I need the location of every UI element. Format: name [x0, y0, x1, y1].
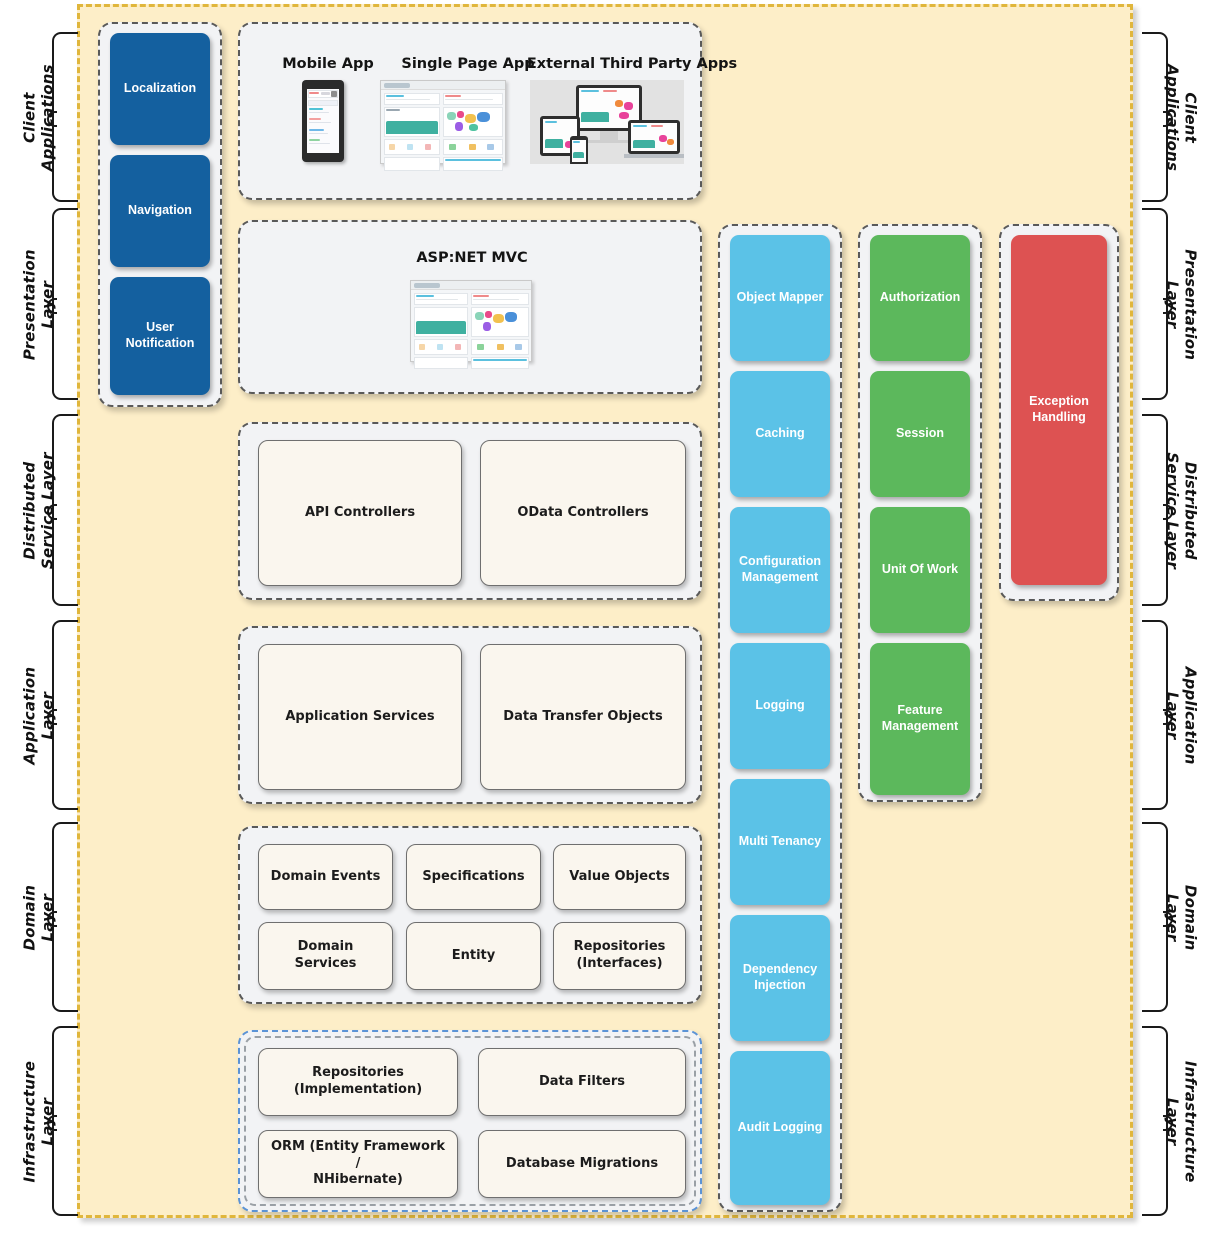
box-value-objects[interactable]: Value Objects: [553, 844, 686, 910]
chip-caching[interactable]: Caching: [730, 371, 830, 497]
box-domain-events[interactable]: Domain Events: [258, 844, 393, 910]
bracket-left-presentation: [47, 208, 78, 400]
left-label-infrastructure-layer: Infrastructure Layer: [20, 1060, 56, 1183]
application-layer-group: Application Services Data Transfer Objec…: [238, 626, 702, 804]
bracket-left-infrastructure: [47, 1026, 78, 1216]
presentation-layer-title: ASP:NET MVC: [416, 250, 528, 266]
left-label-presentation-layer: Presentation Layer: [20, 249, 56, 361]
bracket-left-distributed-service: [47, 414, 78, 606]
bracket-right-domain: [1142, 822, 1173, 1012]
chip-session[interactable]: Session: [870, 371, 970, 497]
left-label-application-layer: Application Layer: [20, 666, 56, 765]
distributed-service-layer-group: API Controllers OData Controllers: [238, 422, 702, 600]
chip-configuration-management[interactable]: Configuration Management: [730, 507, 830, 633]
cross-cutting-green-group: Authorization Session Unit Of Work Featu…: [858, 224, 982, 802]
chip-exception-handling[interactable]: Exception Handling: [1011, 235, 1107, 585]
cross-cutting-left-group: Localization Navigation User Notificatio…: [98, 22, 222, 407]
chip-logging[interactable]: Logging: [730, 643, 830, 769]
client-app-label-mobile: Mobile App: [282, 56, 374, 72]
client-applications-group: Mobile App Single Page App External Thir…: [238, 22, 737, 200]
bracket-left-domain: [47, 822, 78, 1012]
chip-navigation[interactable]: Navigation: [110, 155, 210, 267]
chip-authorization[interactable]: Authorization: [870, 235, 970, 361]
bracket-right-application: [1142, 620, 1173, 810]
box-api-controllers[interactable]: API Controllers: [258, 440, 462, 586]
box-domain-services[interactable]: Domain Services: [258, 922, 393, 990]
right-label-application-layer: Application Layer: [1164, 666, 1200, 765]
bracket-right-presentation: [1142, 208, 1173, 400]
third-party-apps-thumbnail: [530, 80, 684, 164]
bracket-right-infrastructure: [1142, 1026, 1173, 1216]
right-label-infrastructure-layer: Infrastructure Layer: [1164, 1060, 1200, 1183]
client-app-label-spa: Single Page App: [401, 56, 535, 72]
left-label-distributed-service-layer: Distributed Service Layer: [20, 452, 56, 570]
bracket-left-client-applications: [47, 32, 78, 202]
aspnet-mvc-thumbnail: [410, 280, 532, 369]
right-label-client-applications: Client Applications: [1164, 64, 1200, 172]
right-label-domain-layer: Domain Layer: [1164, 884, 1200, 951]
mobile-app-thumbnail: [302, 80, 344, 162]
box-database-migrations[interactable]: Database Migrations: [478, 1130, 686, 1198]
bracket-right-distributed-service: [1142, 414, 1173, 606]
chip-feature-management[interactable]: Feature Management: [870, 643, 970, 795]
box-specifications[interactable]: Specifications: [406, 844, 541, 910]
infrastructure-layer-group: Repositories (Implementation) Data Filte…: [238, 1030, 702, 1212]
box-entity[interactable]: Entity: [406, 922, 541, 990]
right-label-distributed-service-layer: Distributed Service Layer: [1164, 452, 1200, 570]
right-label-presentation-layer: Presentation Layer: [1164, 249, 1200, 361]
box-data-transfer-objects[interactable]: Data Transfer Objects: [480, 644, 686, 790]
box-application-services[interactable]: Application Services: [258, 644, 462, 790]
single-page-app-thumbnail: [380, 80, 506, 171]
box-odata-controllers[interactable]: OData Controllers: [480, 440, 686, 586]
box-repositories-interfaces[interactable]: Repositories (Interfaces): [553, 922, 686, 990]
chip-unit-of-work[interactable]: Unit Of Work: [870, 507, 970, 633]
left-label-domain-layer: Domain Layer: [20, 884, 56, 951]
chip-user-notification[interactable]: User Notification: [110, 277, 210, 395]
cross-cutting-cyan-group: Object Mapper Caching Configuration Mana…: [718, 224, 842, 1212]
bracket-right-client-applications: [1142, 32, 1173, 202]
box-data-filters[interactable]: Data Filters: [478, 1048, 686, 1116]
cross-cutting-red-group: Exception Handling: [999, 224, 1119, 601]
presentation-layer-group: ASP:NET MVC: [238, 220, 702, 394]
chip-multi-tenancy[interactable]: Multi Tenancy: [730, 779, 830, 905]
bracket-left-application: [47, 620, 78, 810]
box-repositories-implementation[interactable]: Repositories (Implementation): [258, 1048, 458, 1116]
chip-audit-logging[interactable]: Audit Logging: [730, 1051, 830, 1205]
client-app-label-third-party: External Third Party Apps: [526, 56, 738, 72]
chip-localization[interactable]: Localization: [110, 33, 210, 145]
domain-layer-group: Domain Events Specifications Value Objec…: [238, 826, 702, 1004]
chip-object-mapper[interactable]: Object Mapper: [730, 235, 830, 361]
left-label-client-applications: Client Applications: [20, 64, 56, 172]
chip-dependency-injection[interactable]: Dependency Injection: [730, 915, 830, 1041]
box-orm[interactable]: ORM (Entity Framework / NHibernate): [258, 1130, 458, 1198]
